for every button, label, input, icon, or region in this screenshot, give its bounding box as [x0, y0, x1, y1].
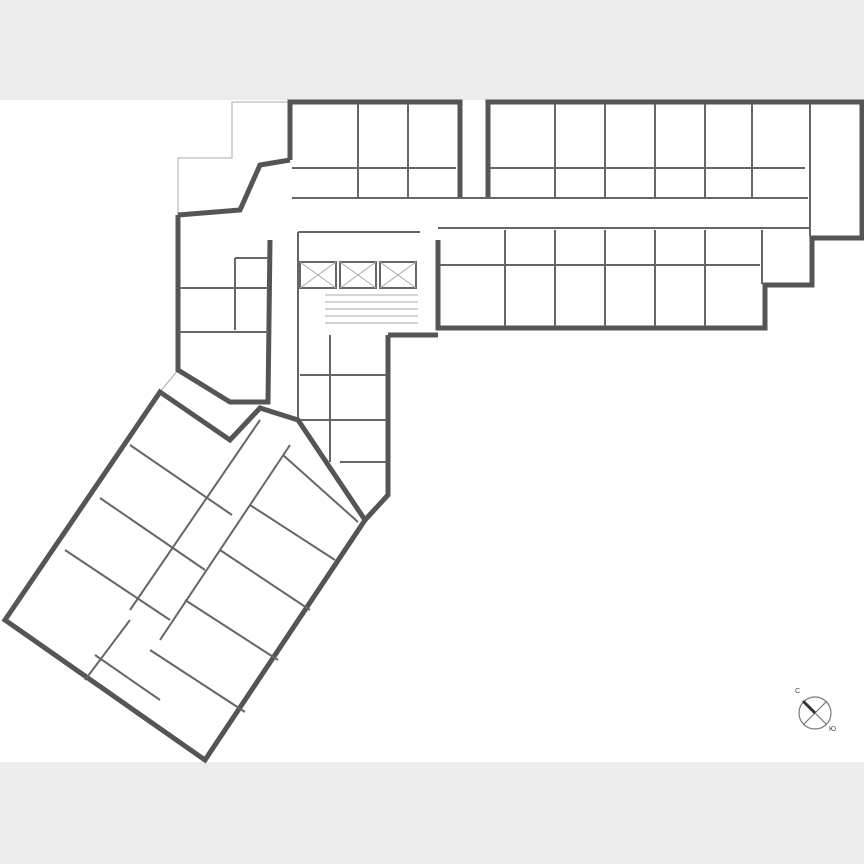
plan-sheet: [0, 100, 864, 762]
core: [177, 157, 438, 420]
left-wing: [175, 215, 273, 405]
compass: [798, 696, 832, 730]
compass-north-label: С: [795, 688, 801, 695]
diagonal-wing: [1, 388, 369, 764]
compass-south-label: Ю: [829, 726, 837, 733]
middle-wing: [300, 335, 391, 522]
top-wing: [287, 99, 864, 331]
